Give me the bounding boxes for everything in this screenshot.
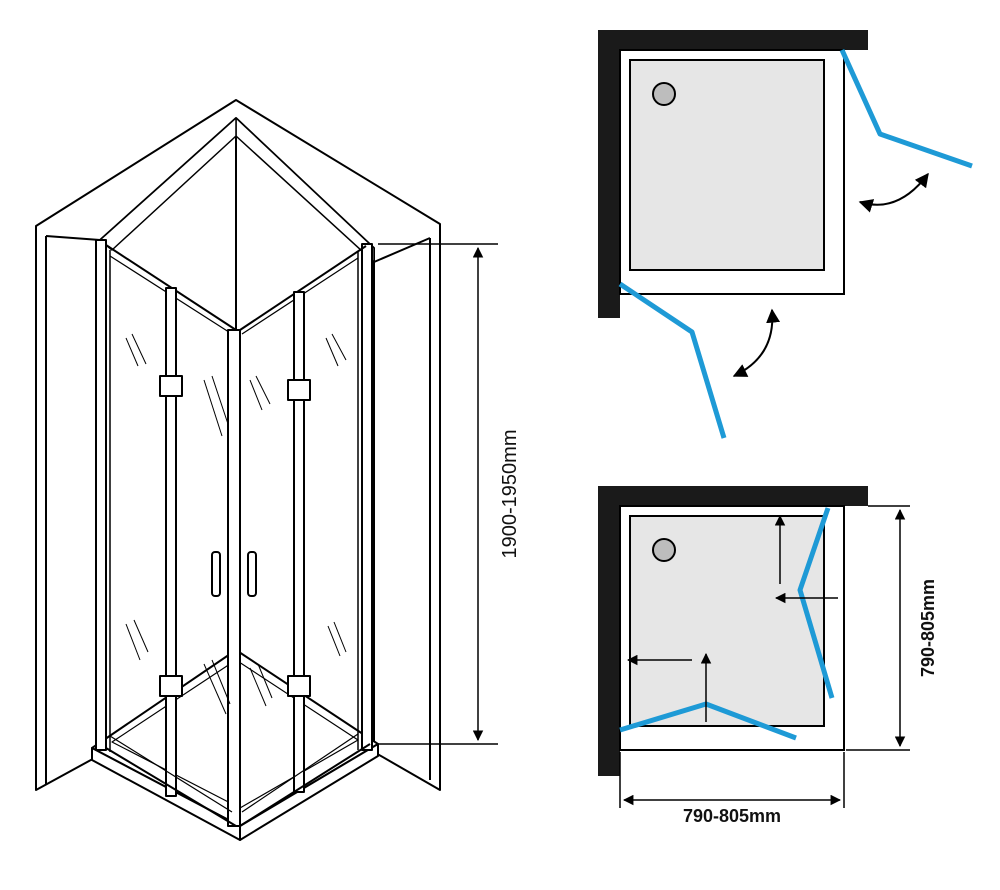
right-door (239, 243, 373, 827)
plan-view-dimensions (598, 486, 910, 808)
depth-label: 790-805mm (918, 579, 938, 677)
width-dimension (619, 752, 845, 808)
hinge-icon (159, 375, 183, 397)
swing-arrow-icon (858, 172, 929, 213)
handle-icon (211, 551, 221, 597)
height-label: 1900-1950mm (499, 430, 521, 559)
hinge-icon (287, 675, 311, 697)
isometric-view (35, 99, 498, 841)
hinge-icon (287, 379, 311, 401)
width-label: 790-805mm (683, 806, 781, 826)
door-panel-right (839, 48, 973, 169)
drain-icon (652, 82, 676, 106)
depth-dimension (846, 505, 910, 751)
corner-walls (35, 99, 441, 791)
height-dimension (378, 243, 498, 745)
hinge-icon (159, 675, 183, 697)
folded-door-right (797, 507, 835, 699)
drain-icon (652, 538, 676, 562)
plan-view-swing (598, 30, 973, 439)
swing-arrow-icon (732, 308, 781, 377)
left-door (95, 239, 241, 827)
door-panel-left (618, 281, 727, 439)
handle-icon (247, 551, 257, 597)
